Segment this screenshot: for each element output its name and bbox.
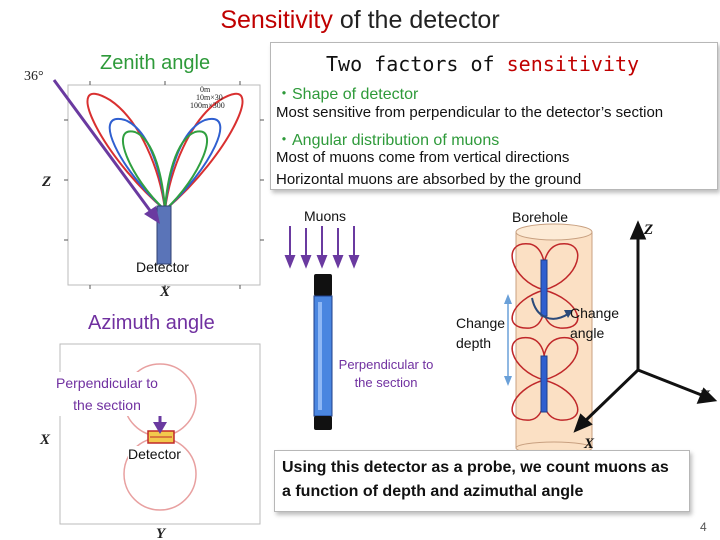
borehole-axis-y: Y xyxy=(700,388,711,404)
page-number: 4 xyxy=(700,520,707,534)
borehole-top xyxy=(515,223,593,241)
factor-shape-label: ・Shape of detector xyxy=(276,86,419,103)
borehole-axis-x: X xyxy=(583,436,595,450)
zenith-ticks xyxy=(64,81,264,289)
middle-perpendicular-label: Perpendicular to the section xyxy=(338,357,434,390)
factor-angular-label: ・Angular distribution of muons xyxy=(276,132,500,149)
conclusion-text: Using this detector as a probe, we count… xyxy=(282,459,669,500)
zenith-legend-100m: 100m×300 xyxy=(190,101,225,110)
detector-bottom-cap xyxy=(314,416,332,430)
change-depth-arrow-bottom xyxy=(504,376,512,386)
borehole-label: Borehole xyxy=(512,209,569,225)
azimuth-perpendicular-label: Perpendicular to the section xyxy=(52,372,162,416)
zenith-angle-plot: 36° 0m 10m×30 100m×300 Z X xyxy=(24,69,264,300)
page-title: Sensitivity of the detector xyxy=(0,6,720,35)
detector-body xyxy=(313,295,333,417)
azimuth-detector-label: Detector xyxy=(128,446,181,462)
zenith-detector-bar xyxy=(156,205,172,265)
borehole-detector-upper xyxy=(540,259,548,317)
borehole-axis-z: Z xyxy=(643,222,653,238)
azimuth-arrow-head xyxy=(153,422,167,434)
azimuth-axis-y: Y xyxy=(156,526,167,540)
azimuth-angle-plot: X Y xyxy=(39,343,261,540)
change-depth-arrow-top xyxy=(504,294,512,304)
zenith-legend-0m: 0m xyxy=(200,85,211,94)
zenith-arrow xyxy=(52,79,156,217)
title-highlight: Sensitivity xyxy=(220,6,333,34)
zenith-lobe-red-left xyxy=(86,92,166,211)
zenith-axis-x: X xyxy=(159,284,171,300)
factors-heading-highlight: sensitivity xyxy=(506,52,640,76)
factor-shape-desc: Most sensitive from perpendicular to the… xyxy=(276,104,664,121)
factor-angular-desc-2: Horizontal muons are absorbed by the gro… xyxy=(276,171,582,188)
muons-label: Muons xyxy=(304,208,347,224)
muon-arrows xyxy=(284,226,360,269)
azimuth-axis-x: X xyxy=(39,432,51,448)
change-angle-arrow-head xyxy=(564,310,573,318)
azimuth-plot-frame xyxy=(59,343,261,525)
factor-angular-desc-1: Most of muons come from vertical directi… xyxy=(276,149,570,166)
factors-heading-plain: Two factors of xyxy=(326,52,507,76)
borehole-axes xyxy=(573,220,718,433)
zenith-lobe-red-right xyxy=(164,92,244,211)
zenith-plot-frame xyxy=(67,84,261,286)
zenith-heading: Zenith angle xyxy=(100,52,211,74)
change-depth-label: Change depth xyxy=(456,315,506,351)
factors-heading: Two factors of sensitivity xyxy=(326,52,639,76)
zenith-axis-z: Z xyxy=(41,174,51,190)
conclusion-box xyxy=(274,450,690,512)
zenith-angle-label: 36° xyxy=(24,69,44,84)
azimuth-heading: Azimuth angle xyxy=(88,312,215,334)
muon-detector-diagram xyxy=(284,226,360,430)
zenith-lobe-green-right xyxy=(164,130,208,211)
change-angle-arc xyxy=(531,297,569,320)
factors-box xyxy=(270,42,718,190)
zenith-legend-10m: 10m×30 xyxy=(196,93,223,102)
detector-top-cap xyxy=(314,274,332,296)
detector-highlight xyxy=(318,302,322,410)
borehole-detector-lower xyxy=(540,355,548,413)
title-rest: of the detector xyxy=(332,6,500,34)
zenith-detector-label: Detector xyxy=(136,259,189,275)
zenith-arrow-head xyxy=(144,206,160,224)
zenith-lobe-green-left xyxy=(122,130,166,211)
borehole-bottom xyxy=(515,441,593,450)
change-angle-label: Change angle xyxy=(570,305,620,341)
borehole-diagram: Z Y X xyxy=(504,220,718,450)
